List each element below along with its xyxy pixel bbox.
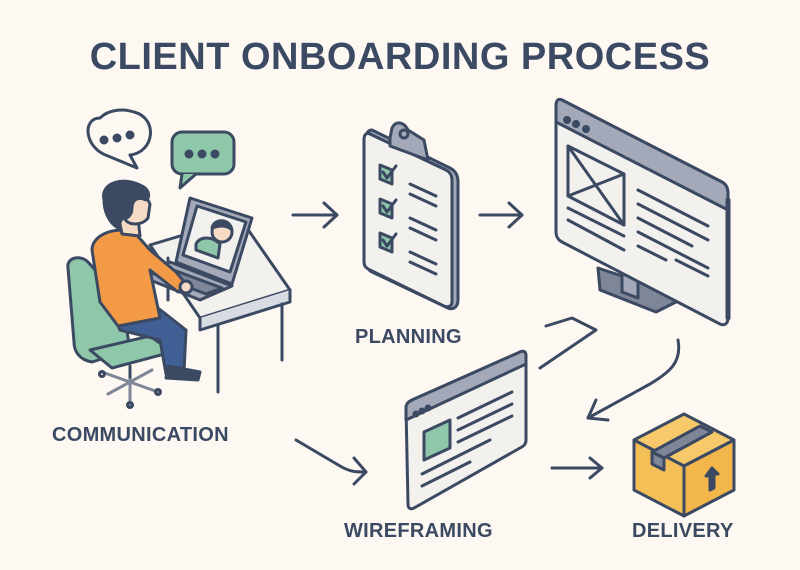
person-icon [90,179,202,382]
arrow-wireframing-to-delivery [550,456,604,480]
step-label-delivery: DELIVERY [632,520,734,542]
arrow-communication-to-planning [291,201,339,229]
arrow-wireframing-to-monitor [538,316,598,370]
arrow-communication-to-wireframing [294,438,368,486]
monitor-wireframe-icon [554,97,731,327]
chat-bubble-icon [170,130,236,190]
package-box-icon [632,412,736,518]
browser-wireframe-icon [404,349,528,511]
step-label-communication: COMMUNICATION [52,424,229,446]
step-label-wireframing: WIREFRAMING [344,520,493,542]
office-chair-icon [66,256,174,409]
arrow-planning-to-monitor [478,201,524,229]
page-title: CLIENT ONBOARDING PROCESS [89,36,711,78]
arrow-monitor-to-delivery [586,338,681,422]
step-label-planning: PLANNING [355,326,462,348]
speech-bubble-icon [86,108,152,170]
clipboard-checklist-icon [362,121,460,311]
